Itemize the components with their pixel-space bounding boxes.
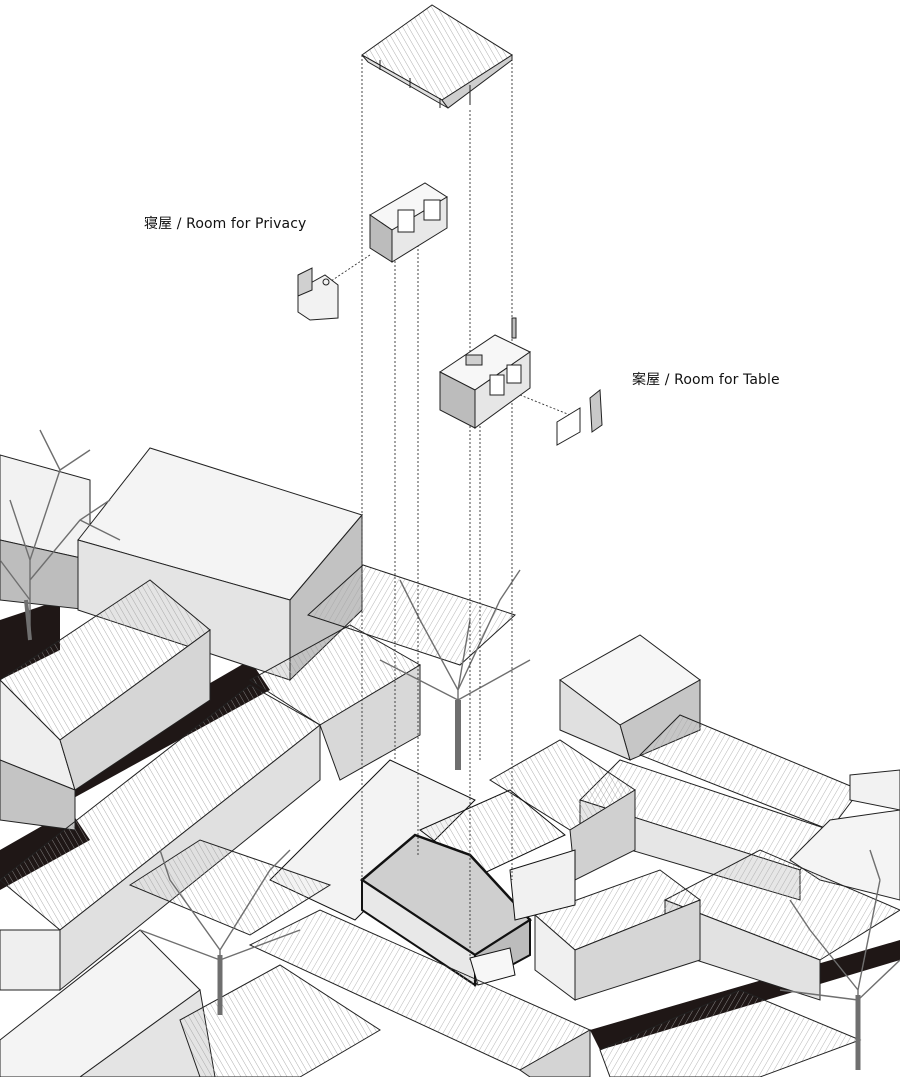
- projection-lines: [324, 55, 571, 960]
- building-far-left: [0, 454, 91, 611]
- room-for-table-label: 案屋 / Room for Table: [632, 372, 780, 388]
- privacy-furniture: [297, 267, 339, 321]
- tree-center: [379, 569, 531, 770]
- tree-lower-left: [139, 849, 301, 1015]
- building-bottom-right: [599, 989, 862, 1077]
- tree-right: [779, 849, 900, 1070]
- building-long-bottom: [179, 909, 592, 1077]
- building-lower-left: [0, 839, 332, 1077]
- building-mid-right: [489, 739, 702, 1001]
- table-furniture: [556, 389, 603, 446]
- table-room-box: [439, 317, 531, 429]
- exploded-roof: [361, 4, 513, 109]
- room-for-privacy-label: 寝屋 / Room for Privacy: [144, 216, 307, 232]
- tree-left: [0, 429, 121, 641]
- project-courtyard: [269, 759, 576, 987]
- privacy-room-box: [369, 182, 448, 263]
